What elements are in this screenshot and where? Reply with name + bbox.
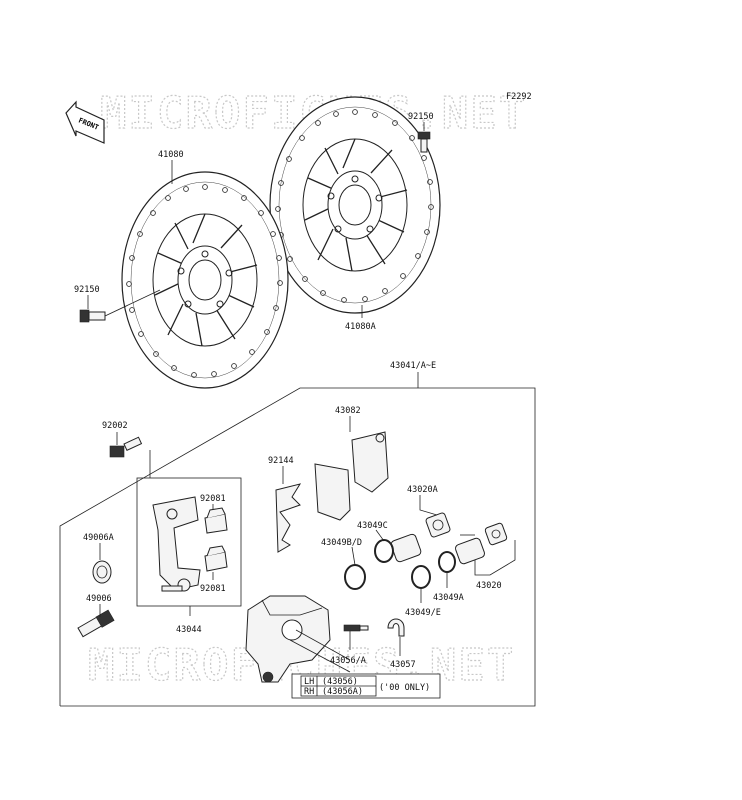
table-row-part: (43056A): [322, 687, 363, 697]
label-43082: 43082: [335, 406, 361, 416]
label-43057: 43057: [390, 660, 416, 670]
pad-spring-clip-bottom: [204, 545, 228, 572]
table-row-side: LH: [304, 677, 314, 687]
brake-disc-left: [121, 171, 289, 389]
piston-insulator-a: [425, 512, 451, 538]
table-row-side: RH: [304, 687, 314, 697]
label-43049E: 43049/E: [405, 608, 441, 618]
brake-disc-right: [269, 96, 441, 314]
disc-bolt-left: [79, 309, 106, 323]
pad-spring: [275, 483, 302, 553]
seal-43049E: [411, 565, 431, 589]
table-row-part: (43056): [322, 677, 358, 687]
label-43020: 43020: [476, 581, 502, 591]
pin-boot: [92, 560, 112, 584]
label-43049A: 43049A: [433, 593, 464, 603]
slide-pin: [77, 609, 115, 638]
caliper-assembly-frame: [59, 387, 536, 707]
figure-code: F2292: [506, 92, 532, 102]
caliper-bracket: [152, 496, 201, 592]
label-92144: 92144: [268, 456, 294, 466]
caliper-body: [245, 595, 331, 683]
label-43044: 43044: [176, 625, 202, 635]
piston-insulator: [484, 522, 508, 546]
seal-43049A: [438, 551, 456, 573]
piston-small: [454, 537, 486, 565]
label-49006: 49006: [86, 594, 112, 604]
brake-pad-outer: [351, 431, 389, 493]
caliper-bolt: [109, 436, 143, 458]
pad-spring-clip-top: [204, 507, 228, 534]
label-92081-top: 92081: [200, 494, 226, 504]
bracket-subframe: [136, 477, 242, 607]
label-92002: 92002: [102, 421, 128, 431]
label-92150-left: 92150: [74, 285, 100, 295]
seal-43049BD: [344, 564, 366, 590]
label-49006A: 49006A: [83, 533, 114, 543]
label-43049C: 43049C: [357, 521, 388, 531]
seal-43049C: [374, 539, 394, 563]
label-43020A: 43020A: [407, 485, 438, 495]
label-92081-bottom: 92081: [200, 584, 226, 594]
front-arrow-icon: FRONT: [65, 100, 105, 144]
caliper-table: LH (43056) RH (43056A) ('00 ONLY): [291, 673, 441, 699]
label-41080: 41080: [158, 150, 184, 160]
table-note: ('00 ONLY): [379, 683, 430, 693]
label-43049BD: 43049B/D: [321, 538, 362, 548]
label-43056: 43056/A: [330, 656, 366, 666]
bleeder-cap: [387, 618, 405, 637]
brake-pad-inner: [314, 463, 351, 521]
label-92150-top: 92150: [408, 112, 434, 122]
disc-bolt-top: [417, 131, 431, 153]
bleeder-valve: [343, 624, 369, 632]
label-43041: 43041/A~E: [390, 361, 436, 371]
label-41080A: 41080A: [345, 322, 376, 332]
piston-large: [390, 533, 422, 563]
